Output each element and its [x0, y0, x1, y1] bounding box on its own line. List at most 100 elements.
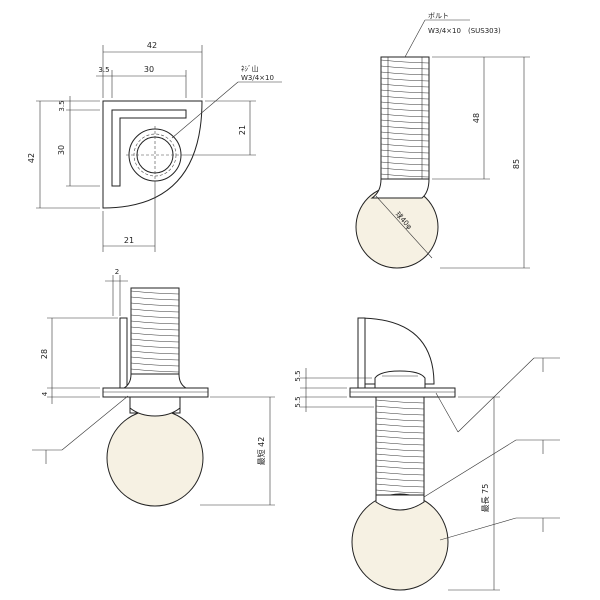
thread-crest [130, 302, 180, 307]
bolt-label: ボルト [428, 12, 449, 20]
ball [351, 493, 449, 591]
thread-crest [380, 173, 430, 178]
dim-overall-height: 42 [27, 153, 36, 163]
thread-crest [380, 65, 430, 70]
dim-overall-width: 42 [147, 41, 157, 50]
bolt-spec: W3/4×10 (SUS303) [428, 27, 501, 35]
dim-total-length: 85 [512, 159, 521, 169]
bracket-leg [119, 317, 128, 391]
thread-crest [130, 356, 180, 361]
leader-line [171, 81, 239, 139]
bolt-thread [375, 399, 425, 494]
thread-crest [375, 405, 425, 410]
thread-crest [380, 71, 430, 76]
dim-gap: 2 [115, 268, 119, 276]
thread-crest [380, 119, 430, 124]
thread-crest [375, 411, 425, 416]
dim-plate: 4 [41, 391, 49, 396]
thread-note-line1: ﾈｼﾞ山 [241, 64, 259, 73]
dim-lower: 5.5 [294, 396, 302, 407]
bracket-plate [349, 387, 456, 398]
ball-neck [375, 494, 425, 511]
dim-inner-width: 30 [144, 65, 154, 74]
bolt-thread [130, 290, 180, 373]
thread-crest [375, 459, 425, 464]
thread-crest [380, 137, 430, 142]
thread-crest [380, 125, 430, 130]
thread-crest [130, 338, 180, 343]
thread-crest [380, 59, 430, 64]
thread-crest [130, 344, 180, 349]
thread-crest [375, 417, 425, 422]
thread-crest [380, 149, 430, 154]
leader-line [435, 392, 459, 433]
bolt-thread [380, 59, 430, 178]
dim-height: 28 [40, 349, 49, 359]
thread-crest [380, 107, 430, 112]
thread-crest [380, 155, 430, 160]
thread-crest [375, 447, 425, 452]
leader-line [423, 439, 517, 498]
bottom-left-assembly-view: 2 28 4 最短 42 [32, 268, 275, 507]
thread-crest [380, 83, 430, 88]
bracket-leg [357, 317, 366, 391]
dim-min-length: 最短 42 [256, 437, 266, 466]
bracket-plate [102, 387, 209, 398]
dim-max-length: 最長 75 [481, 484, 490, 513]
thread-crest [130, 362, 180, 367]
leader-line [61, 395, 129, 451]
thread-crest [130, 320, 180, 325]
thread-crest [130, 290, 180, 295]
thread-crest [375, 429, 425, 434]
thread-crest [130, 332, 180, 337]
thread-crest [130, 368, 180, 373]
bolt-shaft [375, 396, 425, 496]
thread-crest [375, 399, 425, 404]
ball-diameter-line [375, 195, 433, 259]
dim-offset: 3.5 [98, 66, 109, 74]
leader-line [439, 517, 517, 541]
thread-crest [380, 167, 430, 172]
bolt-shaft [130, 287, 180, 375]
leader-line [404, 19, 426, 58]
thread-crest [380, 131, 430, 136]
thread-crest [375, 441, 425, 446]
bolt-neck [370, 178, 430, 199]
thread-crest [130, 308, 180, 313]
thread-crest [375, 423, 425, 428]
top-left-plan-view: 42 3.5 30 42 3.5 30 21 21 ﾈｼﾞ山 W3/4×10 [27, 41, 282, 252]
ball-neck [129, 396, 181, 417]
dim-upper: 5.5 [294, 370, 302, 381]
thread-crest [380, 77, 430, 82]
dim-bottom-half: 21 [124, 236, 134, 245]
thread-crest [130, 350, 180, 355]
nut [374, 370, 426, 389]
thread-crest [375, 471, 425, 476]
thread-crest [380, 113, 430, 118]
thread-crest [380, 161, 430, 166]
thread-crest [375, 465, 425, 470]
thread-crest [375, 453, 425, 458]
thread-crest [130, 326, 180, 331]
bracket-outline [102, 100, 203, 209]
thread-crest [130, 314, 180, 319]
thread-crest [375, 483, 425, 488]
thread-crest [375, 435, 425, 440]
thread-crest [380, 101, 430, 106]
dim-thread-length: 48 [472, 113, 481, 123]
dim-inner-height: 30 [57, 145, 66, 155]
bracket-angle [111, 109, 187, 187]
nut [122, 373, 188, 389]
thread-crest [380, 89, 430, 94]
thread-note-line2: W3/4×10 [241, 74, 274, 82]
dim-top-offset: 3.5 [58, 100, 66, 111]
thread-crest [130, 296, 180, 301]
thread-crest [380, 143, 430, 148]
thread-crest [380, 95, 430, 100]
ball [106, 409, 204, 507]
top-right-bolt-view: 球40φ ボルト W3/4×10 (SUS303) 48 85 [355, 12, 530, 269]
thread-crest [375, 477, 425, 482]
leader-line [457, 357, 535, 433]
thread-crest [375, 489, 425, 494]
